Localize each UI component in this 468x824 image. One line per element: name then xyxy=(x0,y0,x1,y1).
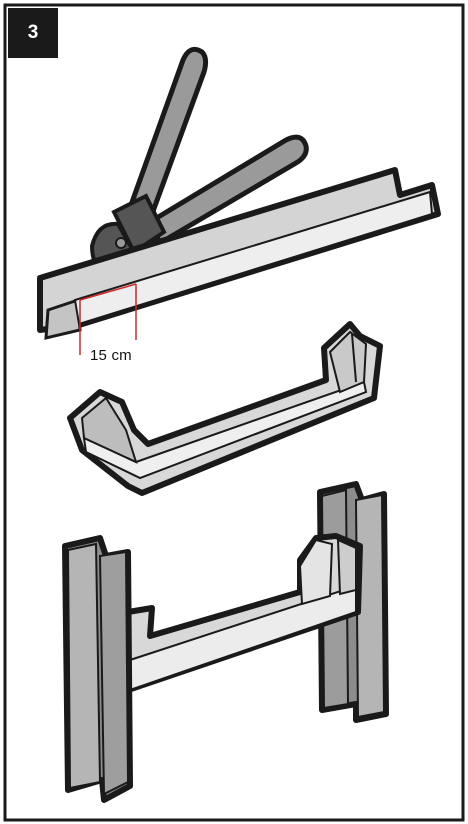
measurement-label: 15 cm xyxy=(90,347,132,364)
cutting-step-illustration xyxy=(37,46,441,355)
left-post xyxy=(62,535,133,803)
step-number-badge: 3 xyxy=(8,8,58,58)
post-frame-icon xyxy=(62,481,389,803)
bent-channel-icon xyxy=(67,321,383,496)
u-channel-icon xyxy=(37,167,441,355)
tin-snips-icon xyxy=(90,46,309,278)
crossbar-channel xyxy=(125,533,363,693)
